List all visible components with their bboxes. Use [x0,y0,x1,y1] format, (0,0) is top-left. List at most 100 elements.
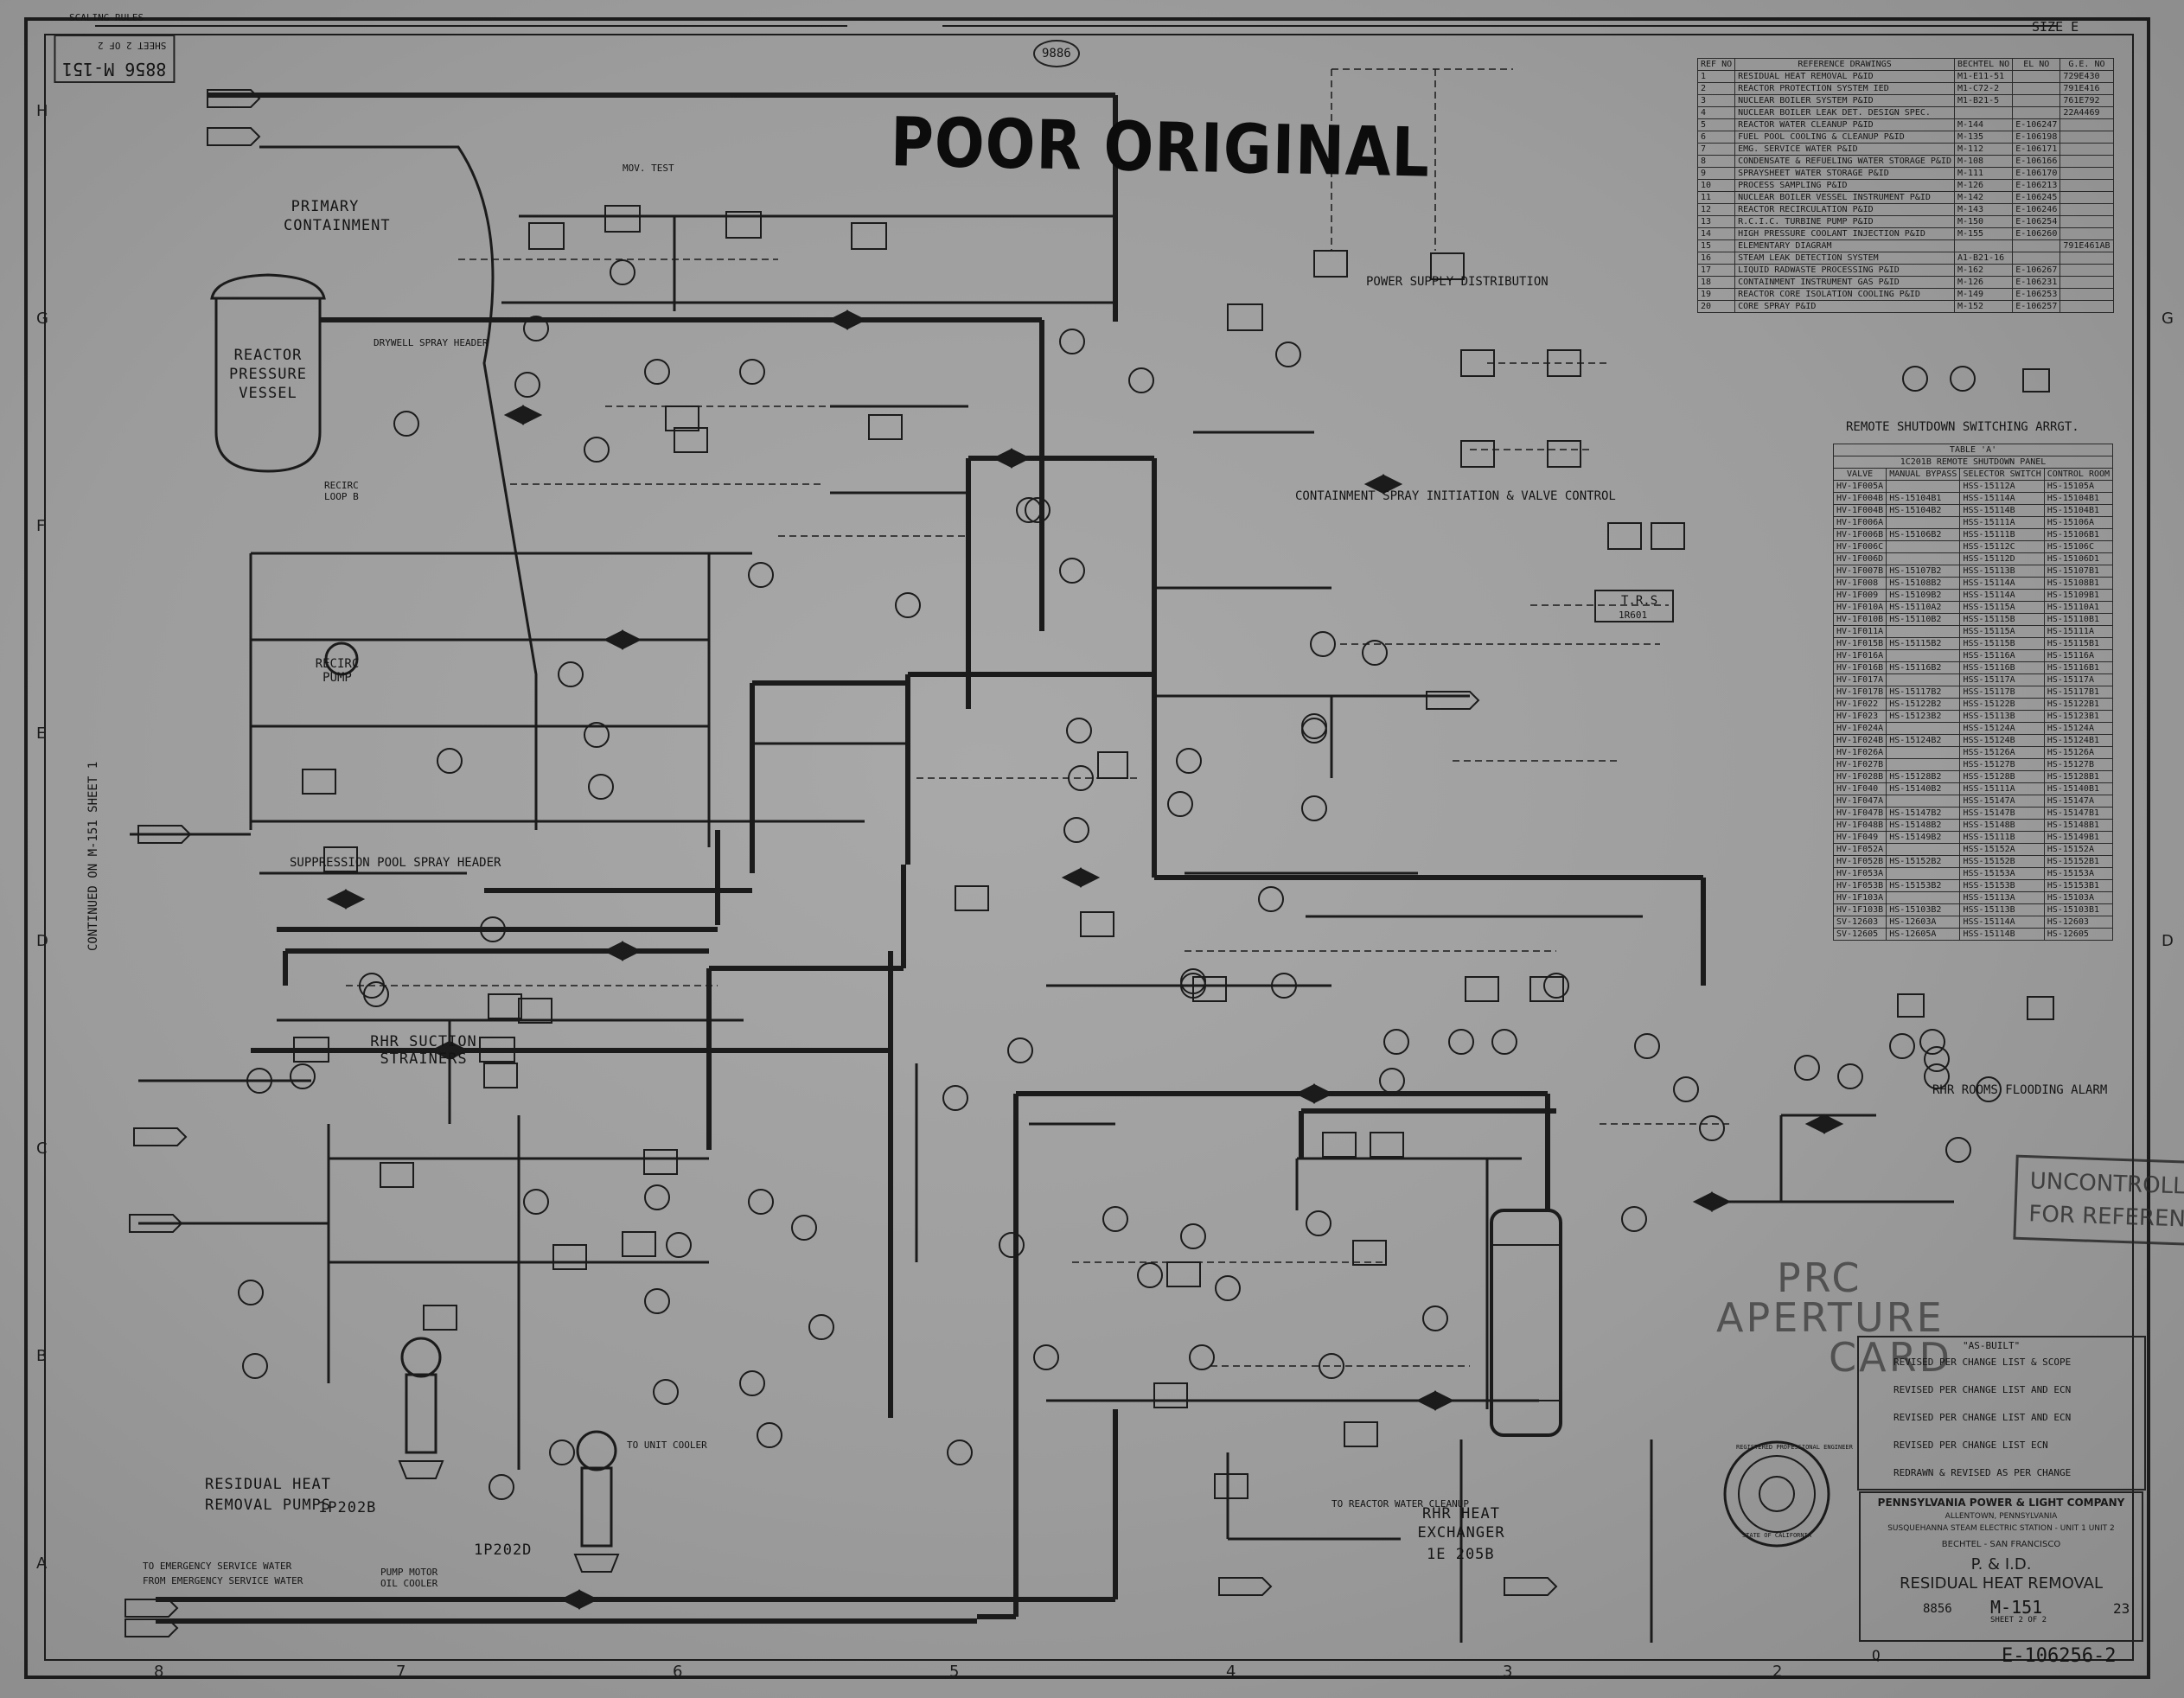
shutdown-cell: HV-1F047A [1832,795,1887,808]
shutdown-cell [1886,540,1961,553]
shutdown-cell: HSS-15113A [1959,891,2045,904]
reference-cell: 17 [1696,264,1736,277]
reference-cell: 18 [1696,276,1736,289]
shutdown-cell: HSS-15116B [1959,661,2045,674]
shutdown-cell [1886,867,1961,880]
shutdown-cell: HS-15117A [2043,673,2114,686]
reference-cell [1953,239,2014,252]
reference-cell: E-106245 [2012,191,2061,204]
shutdown-cell: HV-1F053A [1832,867,1887,880]
reference-cell: 19 [1696,288,1736,301]
reference-cell: M-143 [1953,203,2014,216]
shutdown-cell: HSS-15147B [1959,807,2045,820]
recirc-loop-label: RECIRC LOOP B [324,480,359,502]
grid-col-2: 2 [1772,1663,1783,1681]
shutdown-cell: HS-15128B2 [1886,770,1961,783]
shutdown-cell: HSS-15124A [1959,722,2045,735]
shutdown-cell: HS-15110B1 [2043,613,2114,626]
shutdown-cell: HV-1F049 [1832,831,1887,844]
reference-cell: E-106246 [2012,203,2061,216]
rs-header-bypass: MANUAL BYPASS [1886,468,1961,481]
grid-col-3: 3 [1503,1663,1513,1681]
reference-cell: 7 [1696,143,1736,156]
grid-row-a: A [36,1554,48,1573]
shutdown-cell: HSS-15152B [1959,855,2045,868]
reference-cell: M-126 [1953,276,2014,289]
reference-cell [2059,252,2114,265]
reference-cell: A1-B21-16 [1953,252,2014,265]
shutdown-cell: HS-15115B2 [1886,637,1961,650]
reference-drawings-table: REF NO REFERENCE DRAWINGS BECHTEL NO EL … [1696,58,2114,313]
shutdown-cell: HS-15108B1 [2043,577,2114,590]
shutdown-cell: HV-1F022 [1832,698,1887,711]
title-block: PENNSYLVANIA POWER & LIGHT COMPANY ALLEN… [1859,1491,2143,1642]
reference-cell: E-106198 [2012,131,2061,144]
shutdown-cell: HSS-15111B [1959,528,2045,541]
shutdown-cell: HV-1F010A [1832,601,1887,614]
rs-header-valve: VALVE [1832,468,1887,481]
shutdown-cell: HS-15116A [2043,649,2114,662]
reference-cell: 5 [1696,118,1736,131]
reference-cell: ELEMENTARY DIAGRAM [1734,239,1955,252]
shutdown-cell: HV-1F017A [1832,673,1887,686]
shutdown-cell: HSS-15112D [1959,552,2045,565]
reference-cell: M-152 [1953,300,2014,313]
reference-cell [2059,300,2114,313]
shutdown-cell: HV-1F004B [1832,492,1887,505]
ref-header-bechtel: BECHTEL NO [1953,58,2014,71]
shutdown-cell: HS-15117B1 [2043,686,2114,699]
shutdown-cell: HSS-15113B [1959,565,2045,578]
revision-block: "AS-BUILT" REVISED PER CHANGE LIST & SCO… [1857,1336,2146,1491]
shutdown-cell: HS-15106B2 [1886,528,1961,541]
grid-row-h: H [36,102,48,120]
reference-cell: FUEL POOL COOLING & CLEANUP P&ID [1734,131,1955,144]
reference-cell: M-111 [1953,167,2014,180]
shutdown-cell: HS-15147B2 [1886,807,1961,820]
reference-cell: CORE SPRAY P&ID [1734,300,1955,313]
reference-cell: 9 [1696,167,1736,180]
shutdown-cell: HS-15106D1 [2043,552,2114,565]
shutdown-cell: HSS-15114A [1959,916,2045,929]
reference-cell [1953,106,2014,119]
reference-cell: E-106254 [2012,215,2061,228]
reference-cell: 761E792 [2059,94,2114,107]
shutdown-cell [1886,758,1961,771]
shutdown-cell: HSS-15122B [1959,698,2045,711]
shutdown-cell: HSS-15113B [1959,710,2045,723]
job-number: 8856 [1923,1602,1952,1616]
reactor-vessel-symbol [210,273,326,473]
ref-header-el: EL NO [2012,58,2061,71]
shutdown-cell: HSS-15153A [1959,867,2045,880]
reference-cell: RESIDUAL HEAT REMOVAL P&ID [1734,70,1955,83]
reference-cell: 791E416 [2059,82,2114,95]
prc-aperture-card-stamp: PRC APERTURE CARD [1716,1254,1952,1381]
shutdown-cell: HV-1F028B [1832,770,1887,783]
pump-1p202d-label: 1P202D [474,1542,533,1559]
reference-cell: M1-B21-5 [1953,94,2014,107]
shutdown-cell: HSS-15115B [1959,613,2045,626]
reference-cell: EMG. SERVICE WATER P&ID [1734,143,1955,156]
remote-shutdown-table: TABLE 'A' 1C201B REMOTE SHUTDOWN PANEL V… [1832,444,2114,941]
rhr-heat-exchanger-symbol [1490,1209,1562,1437]
reference-cell [2012,82,2061,95]
pump-1p202b-label: 1P202B [318,1499,377,1516]
shutdown-cell: HV-1F009 [1832,589,1887,602]
shutdown-cell [1886,480,1961,493]
